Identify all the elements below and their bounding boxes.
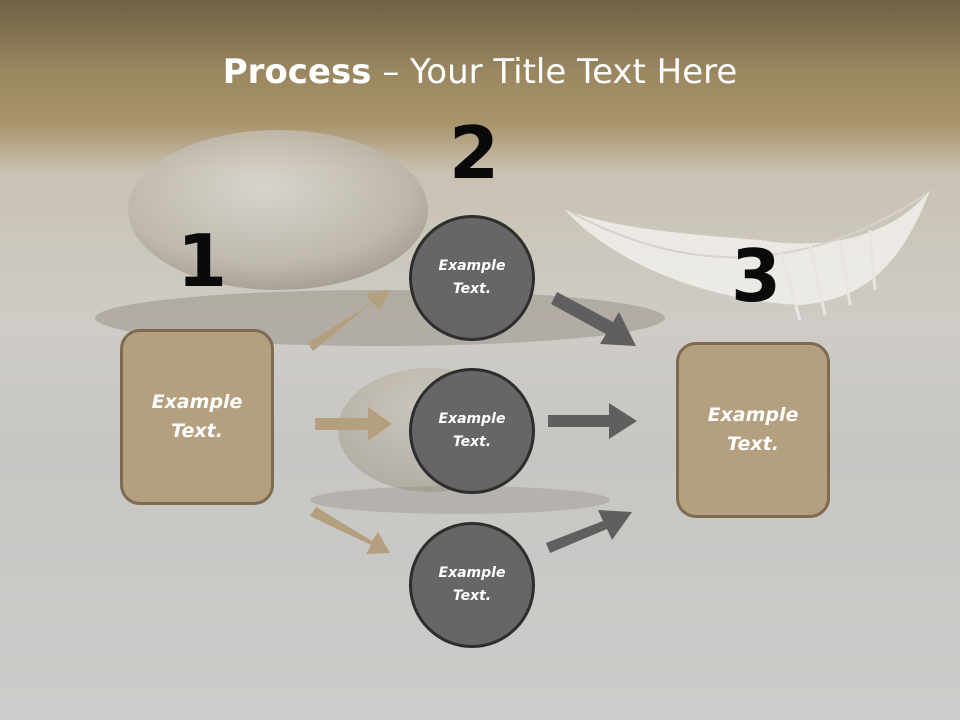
arrow-1-to-2-middle	[315, 407, 392, 441]
step-number-2: 2	[449, 111, 500, 195]
arrow-2-top-to-3	[551, 292, 636, 346]
arrow-1-to-2-bottom	[310, 507, 390, 554]
stone-shadow	[310, 486, 610, 514]
step-2-text-middle: Example Text.	[438, 411, 506, 450]
step-2-circle-bottom: Example Text.	[409, 522, 535, 648]
step-2-circle-top: Example Text.	[409, 215, 535, 341]
arrow-1-to-2-top	[308, 290, 390, 351]
step-number-3: 3	[731, 234, 782, 318]
step-1-text: Example Text.	[151, 391, 243, 442]
step-2-text-bottom: Example Text.	[438, 565, 506, 604]
step-1-box: Example Text.	[120, 329, 274, 505]
step-number-1: 1	[177, 219, 228, 303]
step-3-box: Example Text.	[676, 342, 830, 518]
title-bold-part: Process	[222, 52, 372, 92]
step-2-text-top: Example Text.	[438, 258, 506, 297]
arrow-2-middle-to-3	[548, 403, 637, 439]
arrow-2-bottom-to-3	[546, 510, 632, 553]
step-2-circle-middle: Example Text.	[409, 368, 535, 494]
stone-top	[128, 130, 428, 290]
step-3-text: Example Text.	[707, 404, 799, 455]
title-rest-part: – Your Title Text Here	[371, 52, 738, 92]
feather	[565, 190, 930, 321]
slide-title: Process – Your Title Text Here	[0, 52, 960, 92]
